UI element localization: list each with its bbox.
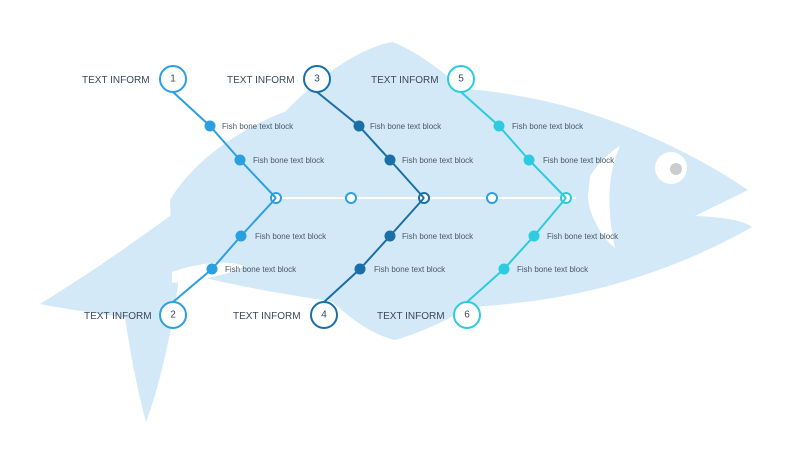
bone-dot-2a [235,230,247,242]
bone-1-lower [172,197,277,303]
fish-bottom-fin [330,300,470,340]
item-label-5a: Fish bone text block [512,122,584,131]
branch-group-2: Fish bone text block Fish bone text bloc… [227,65,474,329]
branch-group-3: Fish bone text block Fish bone text bloc… [371,65,619,329]
head-label-4: TEXT INFORM [233,311,301,322]
head-number-1: 1 [170,74,176,85]
bone-dot-6b [498,263,510,275]
fish-tail [40,210,178,422]
branch-group-1: Fish bone text block Fish bone text bloc… [82,65,327,329]
head-circle-6 [453,301,481,329]
bone-dot-3b [384,154,396,166]
head-circle-3 [303,65,331,93]
fish-silhouette [40,42,752,422]
bone-dot-1b [234,154,246,166]
head-label-3: TEXT INFORM [227,75,295,86]
bone-3-lower [323,197,425,303]
head-circle-2 [159,301,187,329]
head-label-1: TEXT INFORM [82,75,150,86]
bone-5-lower [466,197,567,303]
item-label-3a: Fish bone text block [370,122,442,131]
item-label-2a: Fish bone text block [255,232,327,241]
item-label-4b: Fish bone text block [374,265,446,274]
bone-1-upper [172,91,277,199]
bone-3-upper [316,91,425,199]
head-number-2: 2 [170,310,176,321]
head-number-5: 5 [458,74,464,85]
head-circle-5 [447,65,475,93]
item-label-5b: Fish bone text block [543,156,615,165]
bone-5-upper [460,91,567,199]
head-number-4: 4 [321,310,327,321]
head-number-6: 6 [464,310,470,321]
bone-dot-2b [206,263,218,275]
head-label-2: TEXT INFORM [84,311,152,322]
bone-dot-4a [384,230,396,242]
item-label-6a: Fish bone text block [547,232,619,241]
item-label-4a: Fish bone text block [402,232,474,241]
bone-dot-1a [204,120,216,132]
spine-node-4 [486,192,498,204]
item-label-2b: Fish bone text block [225,265,297,274]
bone-dot-5a [493,120,505,132]
head-label-6: TEXT INFORM [377,311,445,322]
fish-gill [588,146,620,248]
spine-node-2 [345,192,357,204]
bone-dot-5b [523,154,535,166]
fish-top-fin [285,42,470,112]
head-number-3: 3 [314,74,320,85]
bone-dot-6a [528,230,540,242]
bone-dot-3a [353,120,365,132]
item-label-3b: Fish bone text block [402,156,474,165]
fish-eye-pupil [670,163,682,175]
item-label-1b: Fish bone text block [253,156,325,165]
head-circle-1 [159,65,187,93]
head-label-5: TEXT INFORM [371,75,439,86]
bone-dot-4b [354,263,366,275]
head-circle-4 [310,301,338,329]
item-label-1a: Fish bone text block [222,122,294,131]
item-label-6b: Fish bone text block [517,265,589,274]
